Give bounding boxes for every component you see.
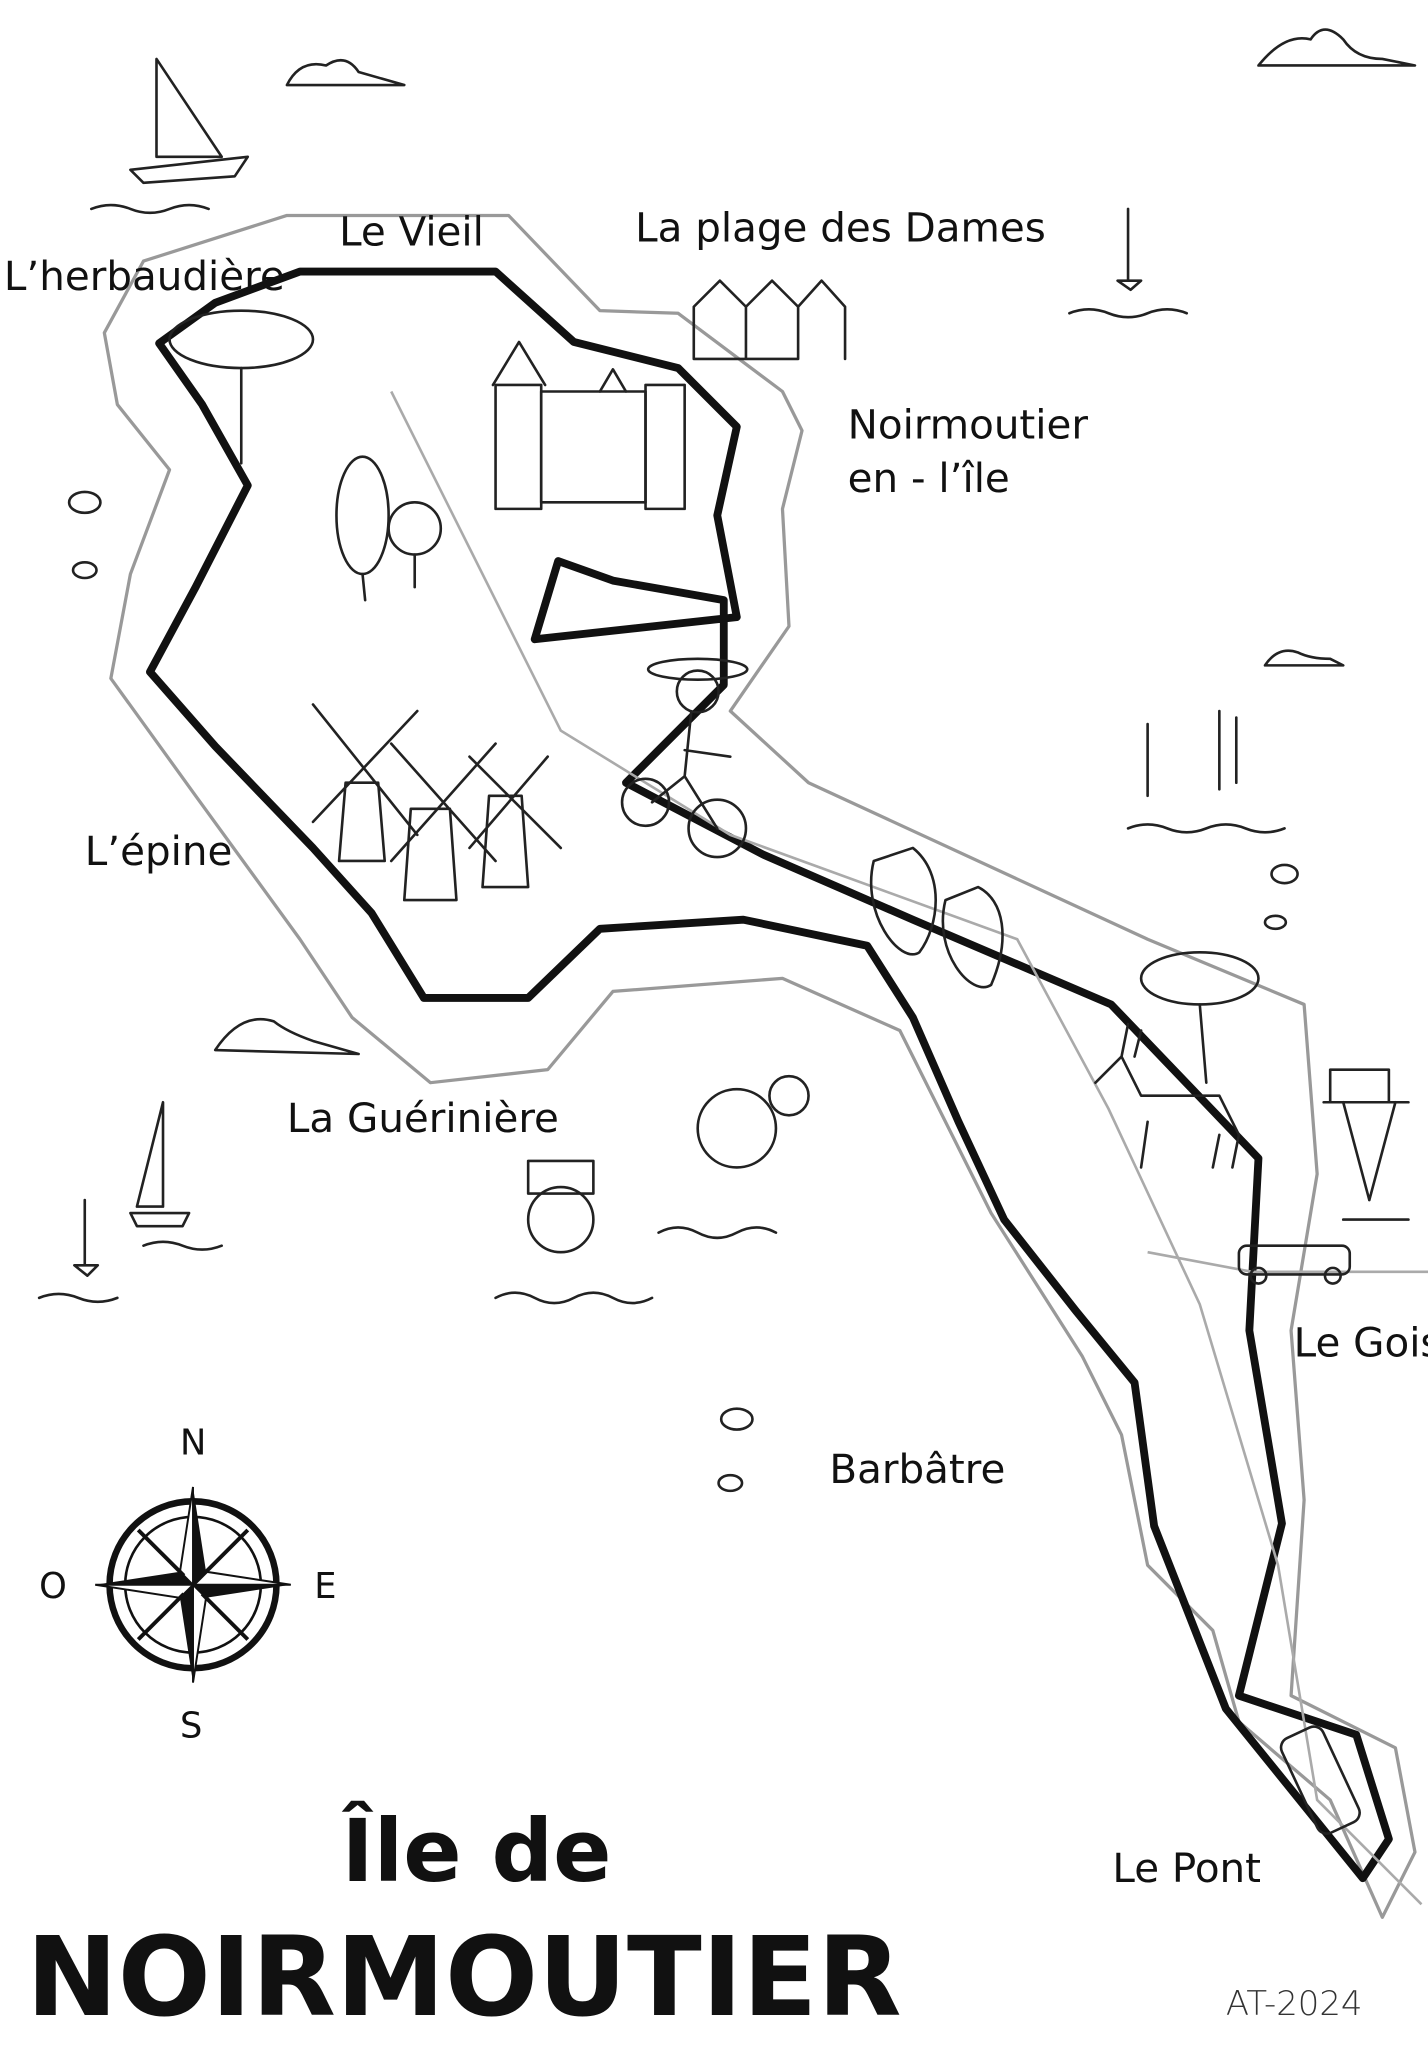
refuge-tower-icon [1322,1068,1410,1221]
sailboat-icons [37,57,1286,1304]
place-le-gois: Le Gois [1294,1319,1428,1367]
main-road [390,390,1423,1906]
fish-icons [67,490,1299,1493]
place-noirmoutier: Noirmoutier [848,400,1089,448]
artist-signature: AT-2024 [1226,1984,1363,2023]
cyclist-icon [620,657,749,859]
gois-road [1147,1250,1428,1274]
castle-icon [491,340,686,511]
tree-icons [168,309,1260,1084]
place-noirmoutier-line2: en - l’île [848,454,1010,502]
swimmers-icon [494,1074,810,1305]
cloud-icons [213,28,1417,1056]
place-lherbaudiere: L’herbaudière [4,252,285,300]
donkey-icon [1094,1022,1241,1169]
island-coastline [146,267,1393,1883]
place-le-pont: Le Pont [1112,1844,1261,1892]
compass-north: N [180,1422,206,1463]
place-plage-des-dames: La plage des Dames [635,204,1046,252]
compass-west: O [39,1566,67,1607]
car-icon [1237,1244,1361,1835]
place-le-vieil: Le Vieil [339,207,484,255]
place-barbatre: Barbâtre [829,1445,1005,1493]
windmills-icon [311,703,563,902]
sea-outline [102,213,1417,1919]
compass-east: E [314,1566,336,1607]
oysters-icon [869,846,1004,989]
map-title-line2: NOIRMOUTIER [26,1913,902,2041]
place-lepine: L’épine [85,827,233,875]
compass-rose [95,1486,291,1683]
map-title-line1: Île de [342,1801,612,1902]
place-la-gueriniere: La Guérinière [287,1094,559,1142]
compass-south: S [180,1705,202,1746]
beach-huts-icon [692,279,847,361]
